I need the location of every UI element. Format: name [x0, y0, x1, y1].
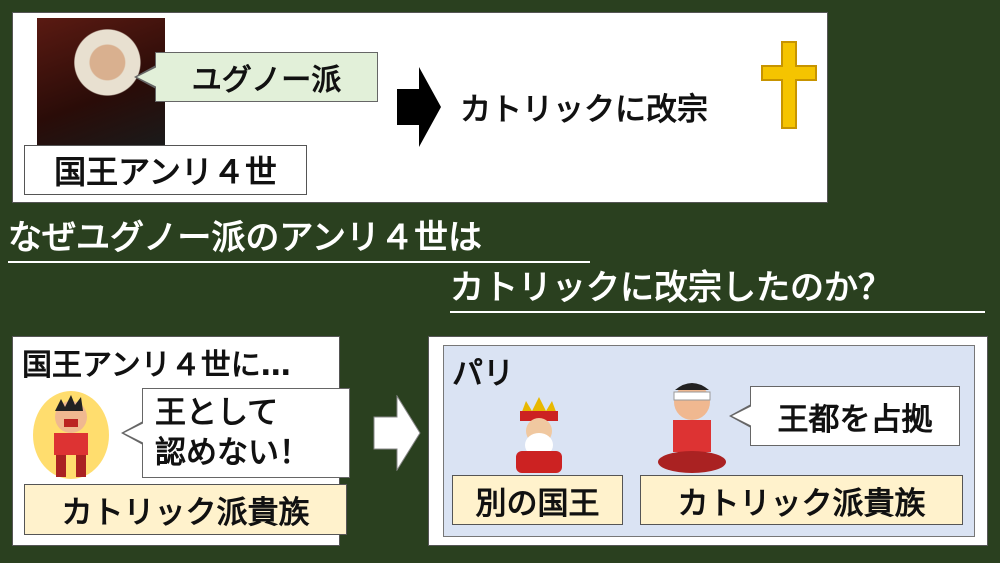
angry-noble-illustration	[33, 391, 109, 479]
catholic-nobles-label: カトリック派貴族	[24, 484, 347, 535]
huguenot-speech-bubble: ユグノー派	[134, 52, 378, 102]
king-henri-label: 国王アンリ４世	[24, 145, 307, 195]
question-line-1: なぜユグノー派のアンリ４世は	[8, 210, 590, 263]
arrow-right-outline-icon	[373, 395, 421, 471]
left-panel-heading: 国王アンリ４世に…	[22, 348, 291, 383]
speech-line-1: 王として	[155, 395, 279, 431]
rival-king-label: 別の国王	[452, 475, 623, 525]
cross-icon	[761, 41, 817, 129]
convert-to-catholic-text: カトリックに改宗	[460, 92, 708, 128]
rival-king-illustration	[516, 397, 562, 473]
arrow-right-icon	[397, 67, 441, 147]
paris-label: パリ	[452, 356, 514, 392]
occupying-noble-illustration	[658, 383, 726, 473]
speech-line-2: 認めない！	[155, 435, 310, 471]
question-line-2: カトリックに改宗したのか？	[450, 260, 985, 313]
catholic-nobles-paris-label: カトリック派貴族	[640, 475, 963, 525]
refuse-king-speech-bubble: 王として 認めない！	[121, 388, 350, 478]
occupy-capital-speech-bubble: 王都を占拠	[729, 386, 960, 446]
